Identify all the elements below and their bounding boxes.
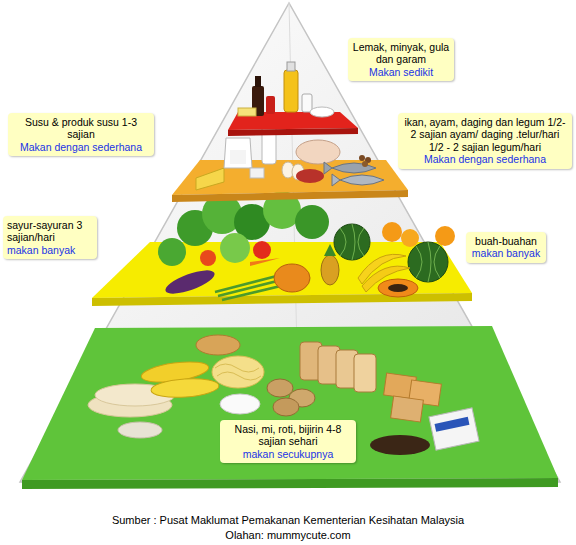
- serving-advice: Makan sedikit: [352, 66, 450, 78]
- food-callout: sayur-sayuran 3 sajian/harimakan banyak: [3, 216, 97, 259]
- serving-advice: makan banyak: [7, 244, 93, 256]
- serving-advice: Makan dengan sederhana: [402, 153, 568, 165]
- source-note: Sumber : Pusat Maklumat Pemakanan Kement…: [0, 514, 576, 526]
- food-callout: buah-buahanmakan banyak: [466, 232, 546, 263]
- food-callout: Susu & produk susu 1-3 sajianMakan denga…: [8, 113, 154, 156]
- dairy-protein-layer: [172, 118, 408, 202]
- food-callout: Nasi, mi, roti, bijirin 4-8 sajian sehar…: [220, 420, 356, 463]
- food-callout: Lemak, minyak, gula dan garamMakan sedik…: [348, 38, 454, 81]
- food-group-text: sayur-sayuran 3 sajian/hari: [7, 219, 93, 244]
- serving-advice: Makan dengan sederhana: [12, 141, 150, 153]
- food-group-text: Susu & produk susu 1-3 sajian: [12, 116, 150, 141]
- food-group-text: Nasi, mi, roti, bijirin 4-8 sajian sehar…: [224, 423, 352, 448]
- grain-layer: [22, 326, 558, 489]
- food-callout: ikan, ayam, daging dan legum 1/2- 2 saji…: [398, 113, 572, 169]
- serving-advice: makan banyak: [470, 247, 542, 259]
- food-group-text: ikan, ayam, daging dan legum 1/2- 2 saji…: [402, 116, 568, 153]
- fruit-vegetable-layer: [92, 191, 472, 306]
- source-note: Olahan: mummycute.com: [0, 529, 576, 541]
- fat-sugar-layer: [228, 62, 358, 136]
- serving-advice: makan secukupnya: [224, 448, 352, 460]
- food-group-text: Lemak, minyak, gula dan garam: [352, 41, 450, 66]
- food-group-text: buah-buahan: [470, 235, 542, 247]
- pyramid-outline: [20, 3, 560, 482]
